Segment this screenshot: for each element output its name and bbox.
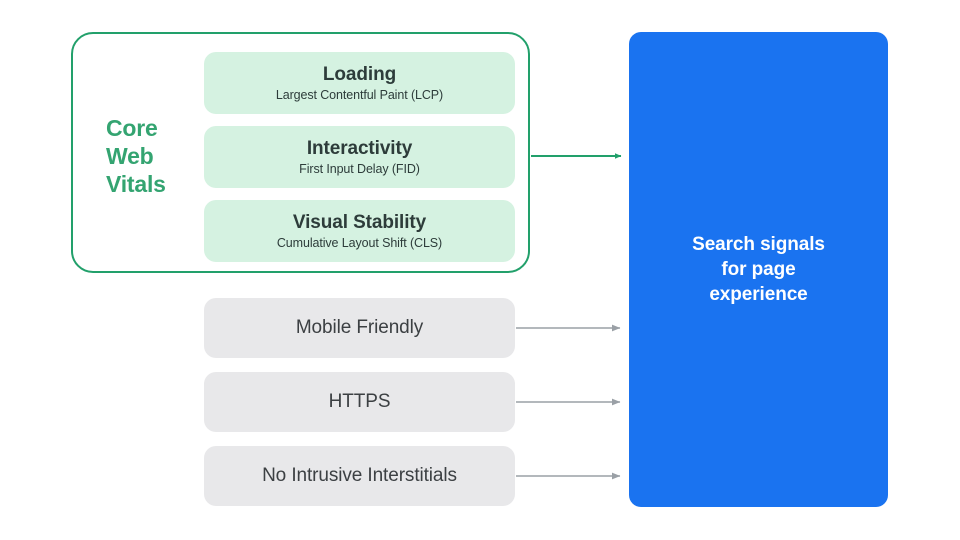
search-signals-text: Search signals for page experience <box>672 232 845 307</box>
metric-card-interactivity[interactable]: Interactivity First Input Delay (FID) <box>204 126 515 188</box>
signal-card-no-intrusive-interstitials[interactable]: No Intrusive Interstitials <box>204 446 515 506</box>
core-web-vitals-label: Core Web Vitals <box>106 114 196 198</box>
metric-title: Visual Stability <box>292 211 427 233</box>
search-signals-panel: Search signals for page experience <box>629 32 888 507</box>
search-signals-line-2: for page <box>721 259 796 280</box>
metric-subtitle: Largest Contentful Paint (LCP) <box>275 87 444 102</box>
core-web-vitals-label-line-3: Vitals <box>106 171 166 197</box>
search-signals-line-3: experience <box>709 284 808 305</box>
signal-card-https[interactable]: HTTPS <box>204 372 515 432</box>
core-web-vitals-label-line-2: Web <box>106 143 154 169</box>
signal-label: HTTPS <box>328 391 391 412</box>
signal-card-mobile-friendly[interactable]: Mobile Friendly <box>204 298 515 358</box>
core-web-vitals-label-line-1: Core <box>106 115 158 141</box>
metric-card-loading[interactable]: Loading Largest Contentful Paint (LCP) <box>204 52 515 114</box>
signal-label: Mobile Friendly <box>295 317 424 338</box>
search-signals-line-1: Search signals <box>692 234 825 255</box>
metric-subtitle: Cumulative Layout Shift (CLS) <box>276 235 443 250</box>
metric-title: Loading <box>322 63 397 85</box>
metric-card-visual-stability[interactable]: Visual Stability Cumulative Layout Shift… <box>204 200 515 262</box>
metric-title: Interactivity <box>306 137 413 159</box>
metric-subtitle: First Input Delay (FID) <box>299 161 420 176</box>
signal-label: No Intrusive Interstitials <box>262 465 457 486</box>
